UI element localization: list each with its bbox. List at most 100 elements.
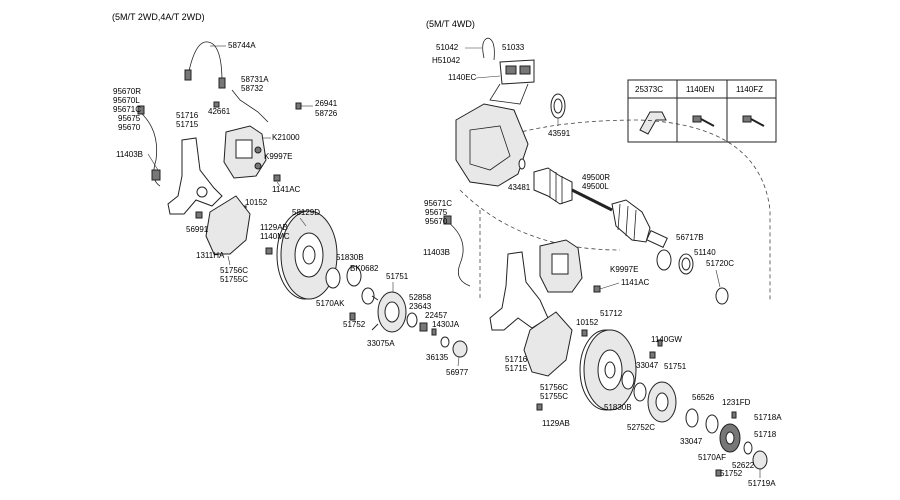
steering-knuckle — [489, 251, 549, 331]
washer — [406, 312, 418, 328]
label-51716: 51716 — [176, 111, 199, 120]
label-51751: 51751 — [386, 272, 409, 281]
label-5170AK: 5170AK — [316, 299, 345, 308]
dust-cover — [205, 195, 251, 255]
label-51830B-r: 51830B — [604, 403, 632, 412]
label-51712: 51712 — [600, 309, 623, 318]
label-26941: 26941 — [315, 99, 338, 108]
steering-knuckle — [167, 137, 223, 215]
label-51140: 51140 — [694, 248, 716, 257]
left-header: (5M/T 2WD,4A/T 2WD) — [112, 12, 205, 22]
inner-bearing — [346, 265, 362, 287]
bolt — [581, 329, 588, 337]
label-1140GW: 1140GW — [651, 335, 682, 344]
label-52752C: 52752C — [627, 423, 655, 432]
label-1140EC: 1140EC — [448, 73, 477, 82]
label-51715-r: 51715 — [505, 364, 528, 373]
spacer-sleeve — [715, 287, 729, 305]
label-95671C-r: 95671C — [424, 199, 452, 208]
label-11403B: 11403B — [116, 150, 143, 159]
bolt — [649, 351, 656, 359]
fitting — [213, 101, 220, 108]
hub-nut — [419, 322, 428, 332]
bearing-ring — [656, 249, 672, 271]
legend-code-1: 25373C — [635, 85, 663, 94]
label-51751-r: 51751 — [664, 362, 687, 371]
grease-cap — [452, 340, 468, 358]
label-95670R: 95670R — [113, 87, 141, 96]
label-95675: 95675 — [118, 114, 141, 123]
label-95670L: 95670L — [113, 96, 140, 105]
brake-disc — [276, 210, 338, 300]
label-95670-r: 95670 — [425, 217, 448, 226]
dust-cover — [523, 311, 573, 377]
bracket-icon — [639, 111, 667, 135]
label-95671C: 95671C — [113, 105, 141, 114]
label-1141AC: 1141AC — [272, 185, 301, 194]
label-56526: 56526 — [692, 393, 715, 402]
hub-ring — [705, 414, 719, 434]
outer-bearing — [361, 287, 375, 305]
label-51716-r: 51716 — [505, 355, 528, 364]
screw — [731, 411, 737, 419]
bolt-icon — [692, 115, 715, 127]
bolt — [536, 403, 543, 411]
label-58726: 58726 — [315, 109, 338, 118]
label-1311HA: 1311HA — [196, 251, 225, 260]
label-K9997E-r: K9997E — [610, 265, 638, 274]
abs-sensor-cable — [447, 221, 471, 287]
actuator-unit — [482, 37, 535, 105]
right-header: (5M/T 4WD) — [426, 19, 475, 29]
label-5170AF: 5170AF — [698, 453, 726, 462]
label-49500R: 49500R — [582, 173, 610, 182]
label-43591: 43591 — [548, 129, 571, 138]
label-51756C: 51756C — [220, 266, 248, 275]
bolt-icon — [742, 115, 765, 127]
label-51755C: 51755C — [220, 275, 248, 284]
label-1140MC: 1140MC — [260, 232, 290, 241]
axle-housing — [455, 103, 529, 187]
label-33047a: 33047 — [636, 361, 659, 370]
label-52622: 52622 — [732, 461, 755, 470]
label-H51042: H51042 — [432, 56, 461, 65]
label-22457: 22457 — [425, 311, 448, 320]
label-49500L: 49500L — [582, 182, 609, 191]
oil-seal — [325, 267, 341, 289]
wheel-hub — [647, 381, 677, 423]
label-43481: 43481 — [508, 183, 531, 192]
label-11403B-r: 11403B — [423, 248, 450, 257]
caliper-bolt — [273, 174, 281, 182]
wheel-bolt — [715, 469, 722, 477]
drive-shaft — [533, 167, 668, 248]
wheel-hub — [371, 291, 407, 333]
label-51720C: 51720C — [706, 259, 734, 268]
label-51715: 51715 — [176, 120, 199, 129]
label-1141AC-r: 1141AC — [621, 278, 650, 287]
outer-bearing — [685, 408, 699, 428]
label-51752: 51752 — [343, 320, 366, 329]
label-52858: 52858 — [409, 293, 432, 302]
label-95675-r: 95675 — [425, 208, 448, 217]
legend-table: 25373C 1140EN 1140FZ — [627, 79, 777, 143]
label-1430JA: 1430JA — [432, 320, 460, 329]
label-51718A: 51718A — [754, 413, 782, 422]
caliper-bolt — [593, 285, 601, 293]
label-58732: 58732 — [241, 84, 264, 93]
label-10152: 10152 — [245, 198, 268, 207]
bolt — [657, 339, 663, 347]
label-51752-r: 51752 — [720, 469, 743, 478]
brake-hose — [187, 41, 223, 83]
label-10152-r: 10152 — [576, 318, 599, 327]
label-58129D: 58129D — [292, 208, 320, 217]
locking-hub — [719, 423, 741, 453]
legend-code-3: 1140FZ — [736, 85, 763, 94]
cotter-pin — [431, 328, 437, 336]
label-1231FD: 1231FD — [722, 398, 751, 407]
right-assembly: 51042 H51042 51033 1140EC 43591 43481 49… — [423, 37, 782, 488]
snap-ring — [518, 158, 526, 170]
label-56717B: 56717B — [676, 233, 704, 242]
label-K9997E: K9997E — [264, 152, 292, 161]
label-51033: 51033 — [502, 43, 525, 52]
nut-cap — [440, 336, 450, 348]
